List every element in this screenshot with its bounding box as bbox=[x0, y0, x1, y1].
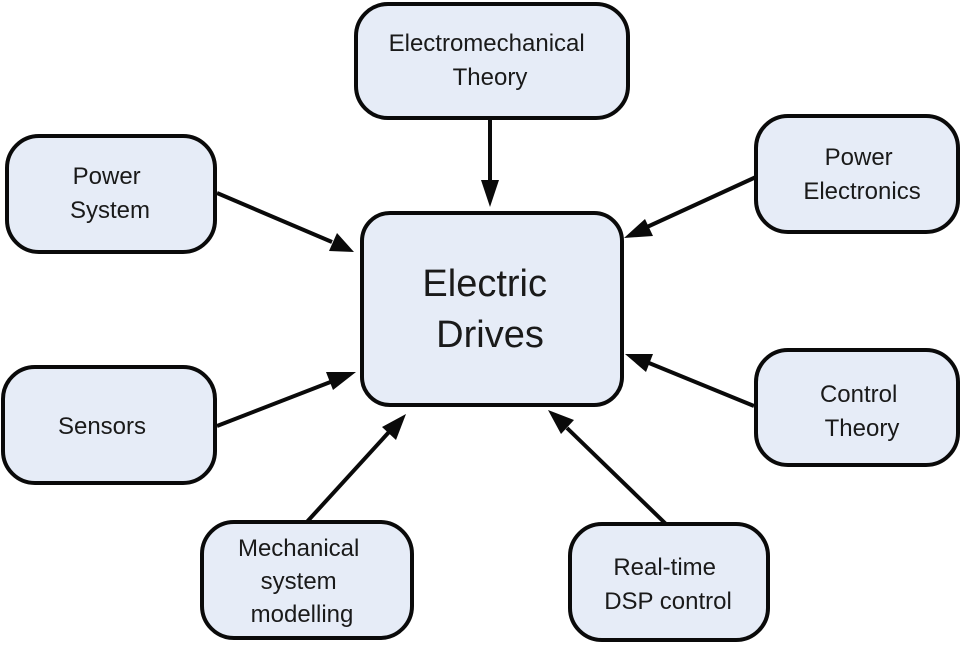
node-realtime-dsp-control: Real-time DSP control bbox=[568, 522, 770, 642]
sensors-line-1: Sensors bbox=[58, 413, 146, 440]
node-power-electronics: Power Electronics bbox=[754, 114, 960, 234]
sensors-label: Sensors bbox=[58, 413, 146, 440]
power-electronics-label: Power Electronics bbox=[803, 144, 920, 205]
mechanical-system-modelling-line-1: Mechanical bbox=[238, 535, 359, 562]
edge-power-system bbox=[216, 191, 354, 252]
realtime-dsp-control-label: Real-time DSP control bbox=[604, 554, 732, 615]
edge-realtime-dsp-control bbox=[548, 410, 670, 528]
mechanical-system-modelling-label: Mechanical system modelling bbox=[238, 535, 366, 628]
electric-drives-line-1: Electric bbox=[422, 263, 547, 305]
control-theory-line-1: Control bbox=[820, 381, 897, 408]
mechanical-system-modelling-line-2: system bbox=[261, 568, 337, 595]
electromechanical-theory-line-2: Theory bbox=[453, 64, 528, 91]
control-theory-line-2: Theory bbox=[825, 415, 900, 442]
electromechanical-theory-label: Electromechanical Theory bbox=[389, 30, 592, 91]
control-theory-label: Control Theory bbox=[820, 381, 904, 442]
realtime-dsp-control-line-1: Real-time bbox=[613, 554, 716, 581]
edge-power-electronics bbox=[624, 175, 757, 238]
edge-control-theory bbox=[625, 354, 755, 408]
electric-drives-label: Electric Drives bbox=[422, 263, 557, 356]
edge-mechanical-system-modelling bbox=[303, 414, 406, 526]
node-electromechanical-theory: Electromechanical Theory bbox=[354, 2, 630, 120]
power-system-line-1: Power bbox=[73, 163, 141, 190]
node-mechanical-system-modelling: Mechanical system modelling bbox=[200, 520, 414, 640]
node-sensors: Sensors bbox=[1, 365, 217, 485]
power-electronics-line-1: Power bbox=[825, 144, 893, 171]
node-power-system: Power System bbox=[5, 134, 217, 254]
electric-drives-line-2: Drives bbox=[436, 314, 544, 356]
power-electronics-line-2: Electronics bbox=[803, 178, 920, 205]
node-electric-drives: Electric Drives bbox=[360, 211, 624, 407]
electromechanical-theory-line-1: Electromechanical bbox=[389, 30, 585, 57]
node-control-theory: Control Theory bbox=[754, 348, 960, 467]
realtime-dsp-control-line-2: DSP control bbox=[604, 588, 732, 615]
mechanical-system-modelling-line-3: modelling bbox=[251, 601, 354, 628]
power-system-label: Power System bbox=[70, 163, 150, 224]
edge-electromechanical-theory bbox=[481, 120, 499, 207]
edge-sensors bbox=[216, 372, 356, 428]
power-system-line-2: System bbox=[70, 197, 150, 224]
